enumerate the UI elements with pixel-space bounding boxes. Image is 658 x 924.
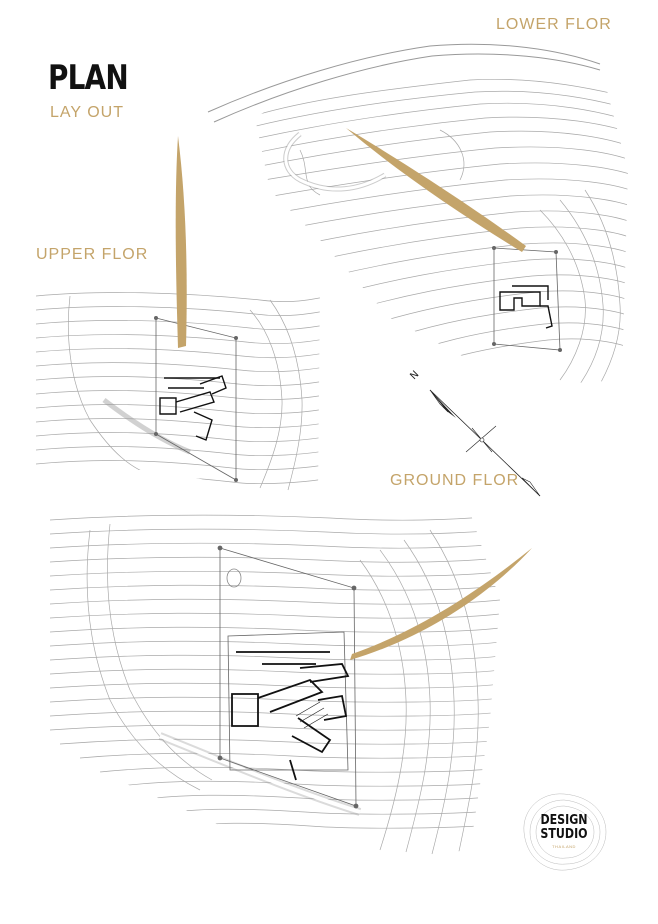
upper-leader: [175, 136, 187, 348]
ground-leader: [350, 548, 532, 660]
upper-building: [159, 375, 227, 441]
north-arrow: [429, 389, 541, 497]
page-title: PLAN: [48, 58, 129, 98]
logo-line-design: DESIGN: [540, 813, 588, 828]
lower-building: [499, 285, 553, 329]
layout-label: LAY OUT: [50, 104, 124, 121]
logo-line-thailand: THAILAND: [552, 844, 576, 849]
logo-line-studio: STUDIO: [540, 827, 588, 842]
lower-floor-label: LOWER FLOR: [496, 16, 612, 33]
ground-contours: [50, 514, 500, 857]
leader-strokes: [175, 128, 532, 660]
ground-building: [231, 651, 350, 781]
lower-floor-plan: [207, 43, 628, 384]
north-label: N: [408, 369, 421, 382]
upper-floor-label: UPPER FLOR: [36, 246, 149, 263]
lower-contours: [255, 78, 628, 384]
ground-floor-plan: [50, 514, 500, 857]
ground-floor-label: GROUND FLOR: [390, 472, 520, 489]
lower-leader: [346, 128, 526, 252]
design-studio-logo: DESIGN STUDIO THAILAND: [524, 790, 604, 870]
